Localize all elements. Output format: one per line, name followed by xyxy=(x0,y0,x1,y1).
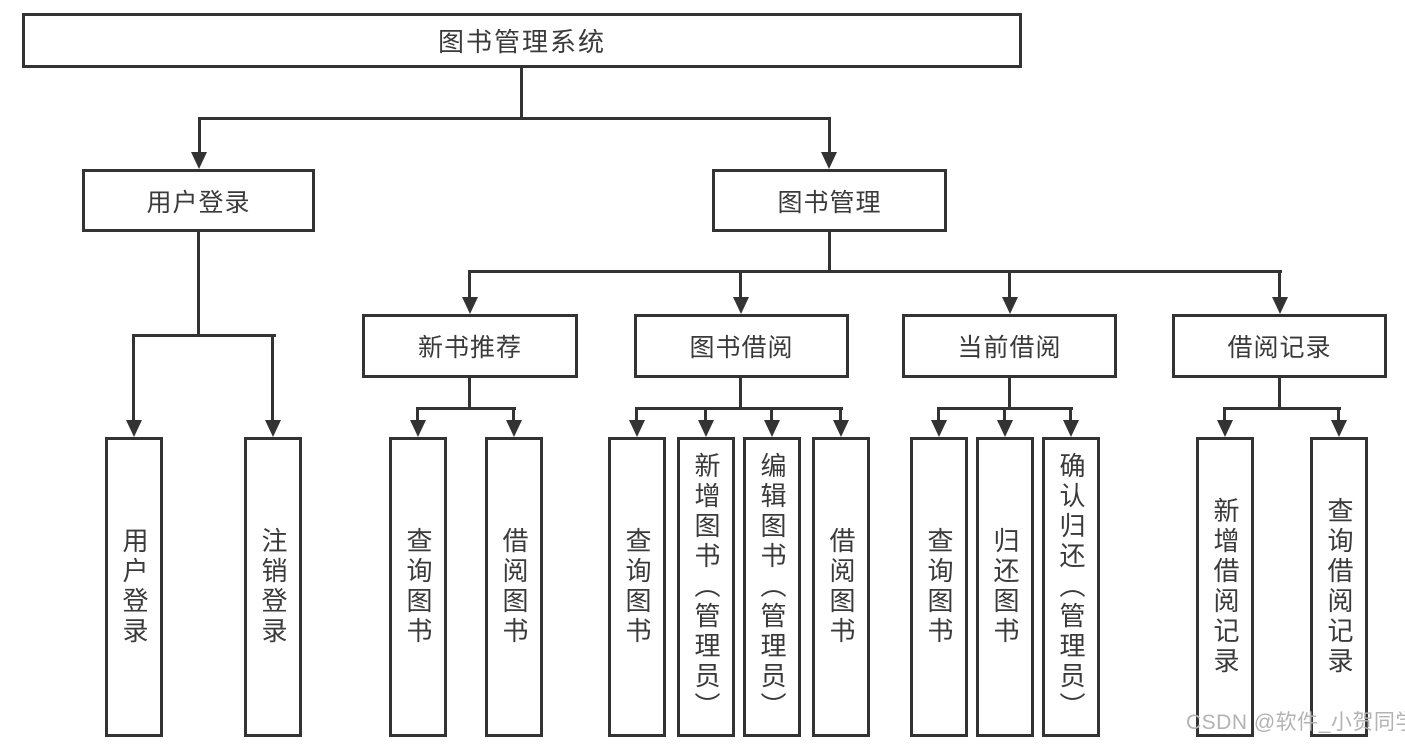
connector-line xyxy=(937,407,940,424)
node-book-borrow: 图书借阅 xyxy=(634,314,849,378)
arrow-down-icon xyxy=(764,420,780,437)
arrow-down-icon xyxy=(1002,297,1018,314)
arrow-down-icon xyxy=(821,152,837,169)
connector-line xyxy=(1069,407,1072,424)
connector-line xyxy=(704,407,707,424)
connector-line xyxy=(1337,407,1340,424)
connector-line xyxy=(468,270,471,300)
connector-line xyxy=(1278,270,1281,300)
arrow-down-icon xyxy=(833,420,849,437)
connector-line xyxy=(635,407,638,424)
arrow-down-icon xyxy=(931,420,947,437)
node-borrow-records: 借阅记录 xyxy=(1172,314,1387,378)
connector-line xyxy=(770,407,773,424)
connector-line xyxy=(197,230,200,336)
connector-line xyxy=(1008,270,1011,300)
connector-line xyxy=(828,117,831,155)
leaf-add-book-admin: 新增图书（管理员） xyxy=(677,437,735,737)
arrow-down-icon xyxy=(410,420,426,437)
leaf-query-book-recommend: 查询图书 xyxy=(389,437,447,737)
watermark: CSDN @软件_小贺同学 xyxy=(1186,711,1405,734)
arrow-down-icon xyxy=(506,420,522,437)
connector-line xyxy=(468,270,1282,273)
arrow-down-icon xyxy=(698,420,714,437)
connector-line xyxy=(635,407,843,410)
leaf-edit-book-admin: 编辑图书（管理员） xyxy=(743,437,801,737)
leaf-logout: 注销登录 xyxy=(244,437,302,737)
connector-line xyxy=(839,407,842,424)
node-current-borrow: 当前借阅 xyxy=(902,314,1117,378)
node-book-management: 图书管理 xyxy=(712,169,947,232)
arrow-down-icon xyxy=(265,420,281,437)
node-new-book-recommend: 新书推荐 xyxy=(362,314,578,378)
connector-line xyxy=(739,270,742,300)
connector-line xyxy=(198,117,201,155)
leaf-borrow-book-recommend: 借阅图书 xyxy=(485,437,543,737)
connector-line xyxy=(198,117,831,120)
connector-line xyxy=(739,376,742,410)
connector-line xyxy=(1003,407,1006,424)
connector-line xyxy=(132,334,135,422)
connector-line xyxy=(1223,407,1341,410)
arrow-down-icon xyxy=(1217,420,1233,437)
arrow-down-icon xyxy=(126,420,142,437)
connector-line xyxy=(520,66,523,118)
node-user-login: 用户登录 xyxy=(82,169,315,232)
leaf-query-borrow-record: 查询借阅记录 xyxy=(1310,437,1368,737)
connector-line xyxy=(468,376,471,410)
connector-line xyxy=(271,334,274,422)
connector-line xyxy=(1223,407,1226,424)
connector-line xyxy=(132,334,276,337)
arrow-down-icon xyxy=(997,420,1013,437)
leaf-user-login: 用户登录 xyxy=(105,437,163,737)
connector-line xyxy=(416,407,419,424)
arrow-down-icon xyxy=(1272,297,1288,314)
leaf-borrow-book: 借阅图书 xyxy=(812,437,870,737)
arrow-down-icon xyxy=(629,420,645,437)
connector-line xyxy=(1278,376,1281,410)
leaf-add-borrow-record: 新增借阅记录 xyxy=(1196,437,1254,737)
arrow-down-icon xyxy=(1063,420,1079,437)
leaf-query-book-borrow: 查询图书 xyxy=(608,437,666,737)
connector-line xyxy=(416,407,516,410)
arrow-down-icon xyxy=(733,297,749,314)
leaf-confirm-return-admin: 确认归还（管理员） xyxy=(1042,437,1100,737)
leaf-return-book: 归还图书 xyxy=(976,437,1034,737)
connector-line xyxy=(512,407,515,424)
leaf-query-book-current: 查询图书 xyxy=(910,437,968,737)
arrow-down-icon xyxy=(191,152,207,169)
arrow-down-icon xyxy=(462,297,478,314)
connector-line xyxy=(828,230,831,273)
connector-line xyxy=(1008,376,1011,410)
arrow-down-icon xyxy=(1331,420,1347,437)
node-library-system: 图书管理系统 xyxy=(22,13,1022,68)
